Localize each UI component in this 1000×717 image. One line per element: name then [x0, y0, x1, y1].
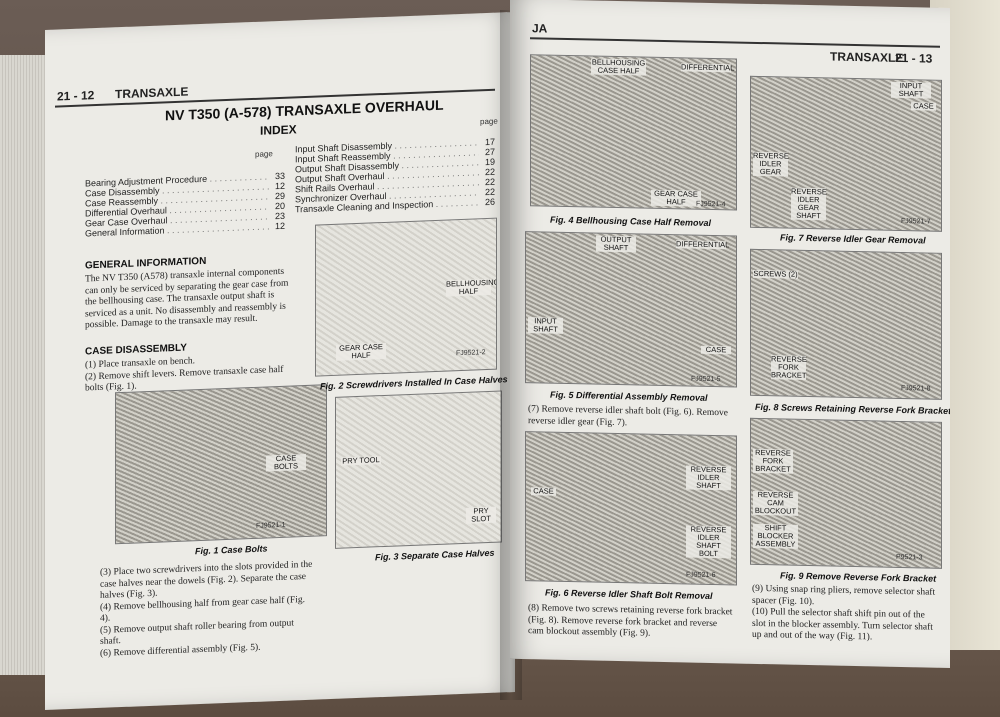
callout-screws: SCREWS (2)	[753, 268, 798, 279]
page-col-label: page	[255, 149, 273, 159]
figure-8-caption: Fig. 8 Screws Retaining Reverse Fork Bra…	[755, 401, 950, 417]
figure-id: FJ9521-6	[686, 571, 716, 580]
callout-reverse-fork-bracket: REVERSE FORK BRACKET	[753, 448, 793, 474]
callout-reverse-idler-gear: REVERSE IDLER GEAR	[753, 150, 789, 177]
general-info-heading: GENERAL INFORMATION	[85, 255, 207, 272]
figure-5-caption: Fig. 5 Differential Assembly Removal	[550, 389, 708, 403]
callout-pry-slot: PRY SLOT	[466, 506, 496, 524]
callout-case: CASE	[701, 345, 731, 355]
callout-output-shaft: OUTPUT SHAFT	[596, 235, 636, 253]
figure-4-caption: Fig. 4 Bellhousing Case Half Removal	[550, 214, 712, 228]
callout-reverse-idler-gear-shaft: REVERSE IDLER GEAR SHAFT	[791, 186, 827, 221]
callout-gear-case-half: GEAR CASE HALF	[651, 189, 701, 207]
callout-reverse-fork-bracket: REVERSE FORK BRACKET	[771, 354, 807, 380]
figure-id: FJ9521-2	[456, 349, 486, 358]
left-page-number: 21 - 12	[57, 88, 95, 104]
step-8-text: (8) Remove two screws retaining reverse …	[528, 603, 733, 639]
figure-6-image: REVERSE IDLER SHAFT CASE REVERSE IDLER S…	[525, 431, 737, 586]
header-rule	[530, 37, 940, 48]
callout-gear-case-half: GEAR CASE HALF	[336, 342, 386, 361]
figure-id: P9521-3	[896, 553, 923, 562]
general-info-text: The NV T350 (A578) transaxle internal co…	[85, 266, 289, 331]
right-section-label: TRANSAXLE	[830, 49, 904, 66]
left-section-label: TRANSAXLE	[115, 84, 189, 102]
figure-id: FJ9521-5	[691, 375, 721, 384]
callout-reverse-cam-blockout: REVERSE CAM BLOCKOUT	[753, 489, 798, 516]
right-page: JA TRANSAXLE 21 - 13 BELLHOUSING CASE HA…	[510, 0, 950, 668]
callout-input-shaft: INPUT SHAFT	[528, 316, 563, 334]
right-page-number: 21 - 13	[895, 50, 933, 66]
figure-6-caption: Fig. 6 Reverse Idler Shaft Bolt Removal	[545, 587, 713, 602]
right-corner-label: JA	[532, 21, 548, 36]
figure-8-image: SCREWS (2) REVERSE FORK BRACKET FJ9521-8	[750, 248, 942, 400]
step-7-text: (7) Remove reverse idler shaft bolt (Fig…	[528, 404, 728, 428]
callout-reverse-idler-shaft: REVERSE IDLER SHAFT	[686, 465, 731, 491]
step-text: (10) Pull the selector shaft shift pin o…	[752, 606, 933, 643]
figure-id: FJ9521-4	[696, 200, 726, 209]
index-title: INDEX	[260, 122, 297, 138]
callout-pry-tool: PRY TOOL	[341, 455, 381, 466]
figure-1-caption: Fig. 1 Case Bolts	[195, 543, 268, 557]
figure-9-image: REVERSE FORK BRACKET REVERSE CAM BLOCKOU…	[750, 417, 942, 569]
callout-differential: DIFFERENTIAL	[676, 239, 730, 250]
callout-case: CASE	[531, 486, 556, 496]
case-steps-b: (3) Place two screwdrivers into the slot…	[100, 560, 315, 660]
figure-7-image: INPUT SHAFT CASE REVERSE IDLER GEAR REVE…	[750, 75, 942, 232]
steps-9-10: (9) Using snap ring pliers, remove selec…	[752, 584, 937, 645]
figure-2-caption: Fig. 2 Screwdrivers Installed In Case Ha…	[320, 374, 508, 392]
figure-1-image: CASE BOLTS FJ9521-1	[115, 384, 327, 545]
index-list-right: Input Shaft Disassembly17 Input Shaft Re…	[295, 137, 495, 215]
figure-2-image: BELLHOUSING HALF GEAR CASE HALF FJ9521-2	[315, 217, 497, 377]
figure-id: FJ9521-8	[901, 384, 931, 393]
left-page: 21 - 12 TRANSAXLE NV T350 (A-578) TRANSA…	[45, 11, 515, 711]
figure-4-image: BELLHOUSING CASE HALF DIFFERENTIAL GEAR …	[530, 54, 737, 211]
figure-7-caption: Fig. 7 Reverse Idler Gear Removal	[780, 232, 926, 246]
callout-reverse-idler-shaft-bolt: REVERSE IDLER SHAFT BOLT	[686, 525, 731, 559]
index-list-left: Bearing Adjustment Procedure33 Case Disa…	[85, 171, 285, 239]
case-disassembly-heading: CASE DISASSEMBLY	[85, 342, 187, 358]
figure-5-image: OUTPUT SHAFT DIFFERENTIAL INPUT SHAFT CA…	[525, 231, 737, 388]
callout-bellhousing-case-half: BELLHOUSING CASE HALF	[591, 57, 646, 76]
callout-input-shaft: INPUT SHAFT	[891, 81, 931, 99]
figure-3-caption: Fig. 3 Separate Case Halves	[375, 547, 495, 563]
figure-3-image: PRY TOOL PRY SLOT	[335, 390, 502, 549]
figure-id: FJ9521-1	[256, 521, 286, 530]
page-col-label-right: page	[480, 116, 498, 127]
callout-differential: DIFFERENTIAL	[681, 62, 735, 73]
callout-case: CASE	[911, 101, 936, 111]
callout-bellhousing-half: BELLHOUSING HALF	[446, 277, 497, 297]
figure-9-caption: Fig. 9 Remove Reverse Fork Bracket	[780, 570, 937, 584]
callout-case-bolts: CASE BOLTS	[266, 453, 306, 472]
callout-shift-blocker-assembly: SHIFT BLOCKER ASSEMBLY	[753, 523, 798, 549]
figure-id: FJ9521-7	[901, 217, 931, 226]
